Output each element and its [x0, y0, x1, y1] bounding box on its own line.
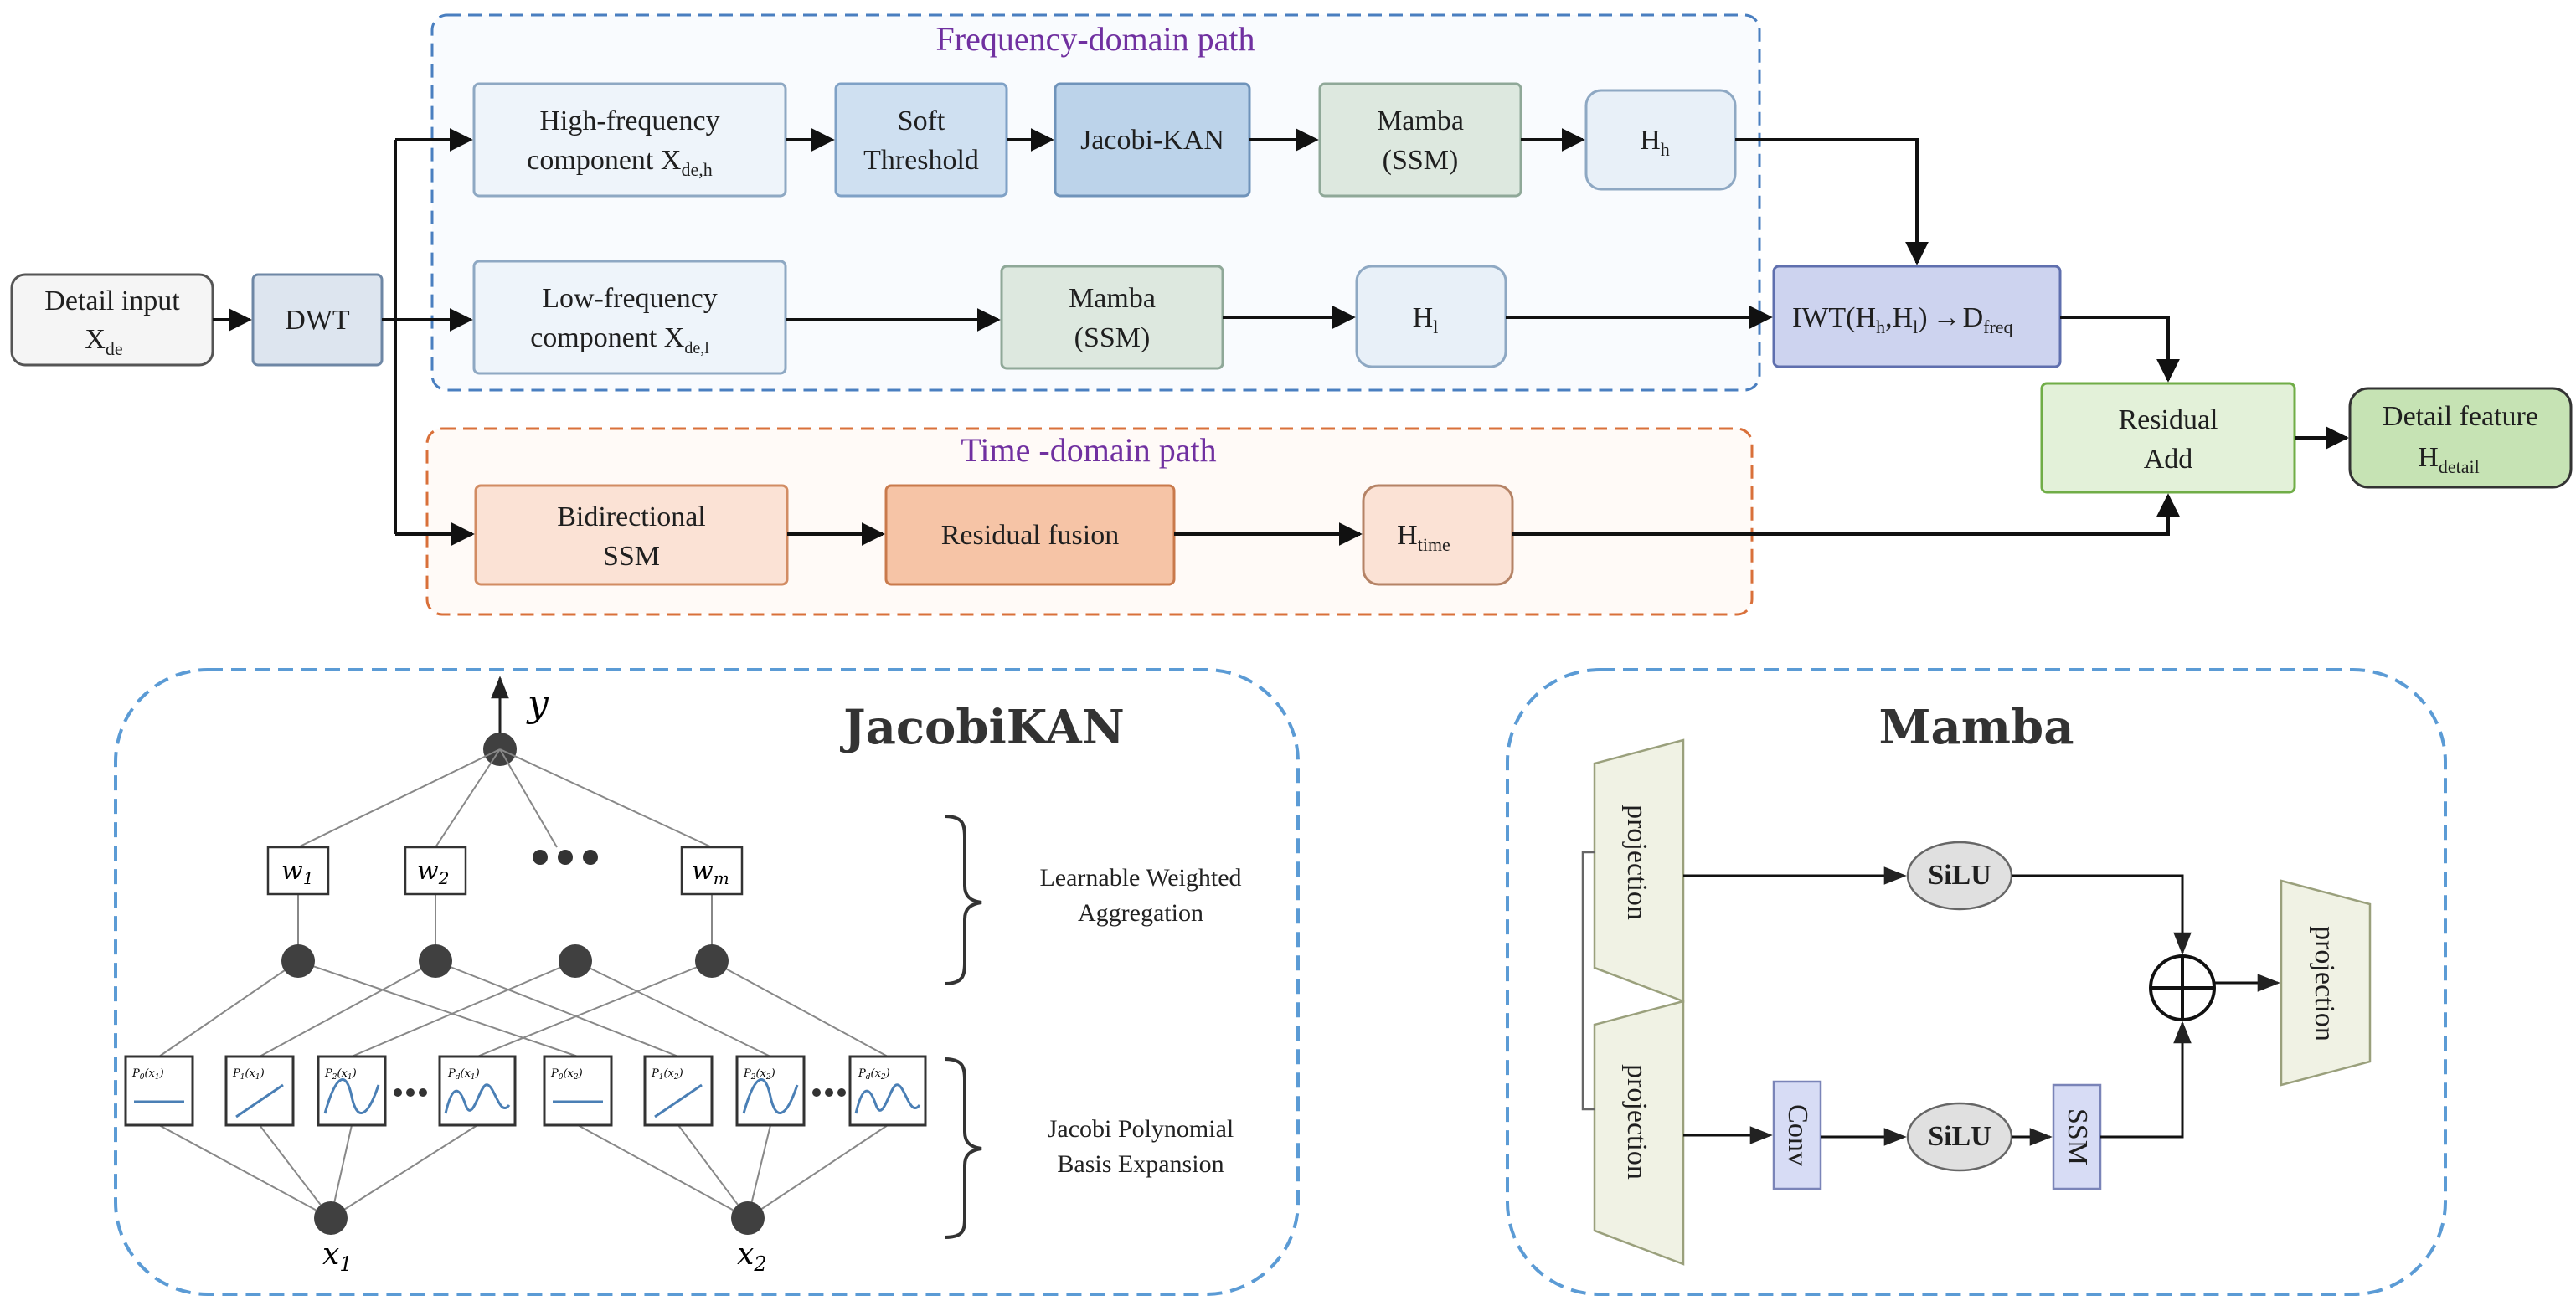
bidirectional-ssm-label-2: SSM	[603, 541, 660, 572]
input-x1-label: x1	[322, 1237, 353, 1276]
low-frequency-box	[472, 260, 787, 375]
frequency-domain-title: Frequency-domain path	[936, 20, 1255, 58]
basis-pd-x1: Pd(x1)	[438, 1055, 517, 1127]
ellipsis-dots-basis-1	[394, 1088, 427, 1097]
output-y-label: y	[526, 682, 549, 725]
iwt-label: IWT(Hh,Hl)→Dfreq	[1792, 302, 2013, 337]
mamba-panel	[1506, 668, 2447, 1296]
detail-input-symbol: Xde	[85, 324, 122, 359]
ssm-box	[2052, 1083, 2102, 1190]
silu-top-label: SiLU	[1928, 860, 1991, 891]
mamba-high-box	[1318, 82, 1522, 198]
svg-text:Pd(x1): Pd(x1)	[447, 1067, 480, 1082]
hidden-node-1	[281, 944, 315, 978]
weight-box-2: w2	[404, 846, 467, 896]
silu-bottom-label: SiLU	[1928, 1121, 1991, 1152]
basis-p2-x1: P2(x1)	[317, 1055, 387, 1127]
hidden-node-3	[559, 944, 592, 978]
time-domain-title: Time -domain path	[961, 431, 1216, 469]
h-high-label: Hh	[1640, 125, 1670, 160]
conv-box	[1772, 1080, 1822, 1190]
dwt-label: DWT	[285, 305, 350, 336]
ellipsis-dots	[533, 850, 598, 865]
bidirectional-ssm-label-1: Bidirectional	[557, 501, 706, 532]
low-frequency-symbol: component Xde,l	[530, 322, 709, 357]
svg-text:P0(x2): P0(x2)	[550, 1067, 583, 1082]
jacobikan-panel	[114, 668, 1300, 1296]
h-time-label: Htime	[1397, 520, 1450, 555]
basis-p0-x1: P0(x1)	[124, 1055, 194, 1127]
svg-text:P1(x2): P1(x2)	[651, 1067, 683, 1082]
input-node-x2	[731, 1201, 765, 1235]
svg-text:w2: w2	[417, 856, 449, 888]
basis-p1-x2: P1(x2)	[643, 1055, 714, 1127]
input-node-x1	[314, 1201, 348, 1235]
jacobikan-title: JacobiKAN	[839, 700, 1125, 755]
note-basis-2: Basis Expansion	[1057, 1150, 1224, 1178]
basis-pd-x2: Pd(x2)	[848, 1055, 927, 1127]
residual-add-label-1: Residual	[2119, 404, 2218, 435]
brace-aggregation	[944, 815, 982, 985]
weight-box-m: wm	[680, 846, 744, 896]
mamba-high-label-1: Mamba	[1377, 105, 1464, 136]
mamba-title: Mamba	[1879, 700, 2074, 755]
detail-input-label: Detail input	[44, 285, 180, 316]
projection-bottom-label: projection	[1621, 1064, 1652, 1180]
conv-label: Conv	[1782, 1104, 1813, 1166]
svg-text:P2(x2): P2(x2)	[743, 1067, 775, 1082]
soft-threshold-label-1: Soft	[898, 105, 945, 136]
brace-basis	[944, 1057, 982, 1239]
hidden-node-2	[419, 944, 452, 978]
basis-p1-x1: P1(x1)	[224, 1055, 295, 1127]
ssm-label: SSM	[2062, 1108, 2093, 1165]
detail-feature-label: Detail feature	[2383, 401, 2538, 432]
mamba-block: projection projection projection SiLU Co…	[1581, 738, 2372, 1266]
svg-text:P2(x1): P2(x1)	[324, 1067, 357, 1082]
residual-fusion-label: Residual fusion	[941, 520, 1119, 551]
high-frequency-label: High-frequency	[539, 105, 719, 136]
svg-text:P1(x1): P1(x1)	[232, 1067, 265, 1082]
svg-text:w1: w1	[281, 856, 313, 888]
note-basis-1: Jacobi Polynomial	[1048, 1115, 1234, 1143]
hidden-node-m	[695, 944, 729, 978]
svg-text:Pd(x2): Pd(x2)	[858, 1067, 890, 1082]
soft-threshold-label-2: Threshold	[863, 145, 979, 176]
h-low-label: Hl	[1413, 302, 1439, 337]
note-aggregation-1: Learnable Weighted	[1039, 864, 1241, 892]
high-frequency-symbol: component Xde,h	[527, 145, 712, 180]
residual-add-label-2: Add	[2144, 444, 2193, 475]
projection-output	[2280, 879, 2372, 1087]
basis-p0-x2: P0(x2)	[543, 1055, 613, 1127]
projection-top-label: projection	[1621, 805, 1652, 920]
jacobikan-network: y	[124, 676, 1242, 1276]
projection-output-label: projection	[2309, 926, 2340, 1041]
residual-add-box	[2040, 382, 2296, 494]
mamba-low-label-1: Mamba	[1069, 283, 1156, 314]
mamba-high-label-2: (SSM)	[1383, 145, 1459, 176]
svg-text:wm: wm	[692, 856, 729, 888]
detail-feature-box	[2348, 387, 2573, 489]
ellipsis-dots-basis-2	[812, 1088, 846, 1097]
low-frequency-label: Low-frequency	[542, 283, 718, 314]
mamba-low-label-2: (SSM)	[1074, 322, 1151, 353]
svg-text:P0(x1): P0(x1)	[131, 1067, 164, 1082]
projection-bottom	[1593, 1000, 1685, 1266]
high-frequency-box	[472, 82, 787, 198]
basis-p2-x2: P2(x2)	[735, 1055, 806, 1127]
weight-box-1: w1	[266, 846, 330, 896]
jacobi-kan-label: Jacobi-KAN	[1080, 125, 1224, 156]
soft-threshold-box	[834, 82, 1008, 198]
note-aggregation-2: Aggregation	[1078, 899, 1203, 927]
top-connectors	[213, 128, 2349, 546]
input-x2-label: x2	[737, 1237, 767, 1276]
detail-feature-symbol: Hdetail	[2418, 442, 2479, 477]
